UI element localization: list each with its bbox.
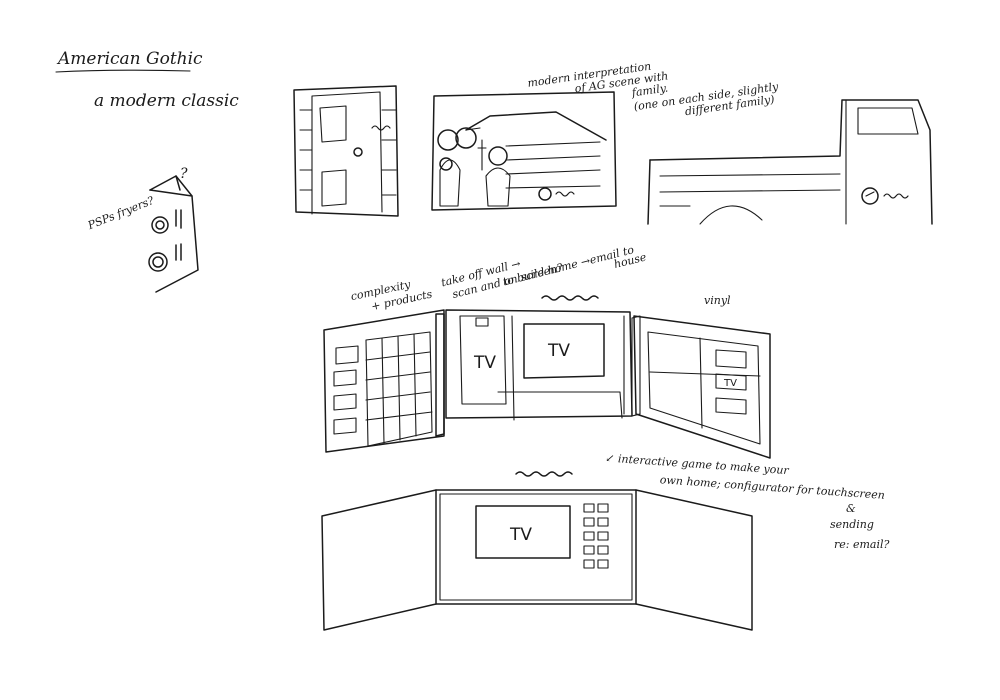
- thumbnail-sketch: [149, 176, 198, 292]
- scribble-1: [542, 296, 598, 300]
- sketch-subtitle: a modern classic: [94, 91, 239, 111]
- note-question: ?: [180, 166, 188, 182]
- truck-sketch: [648, 100, 932, 224]
- note-psps-fryers: PSPs fryers?: [85, 194, 156, 233]
- note-interactive-2: own home; configurator for touchscreen: [659, 473, 885, 502]
- note-sending-2: sending: [830, 518, 874, 531]
- sketch-title: American Gothic: [56, 49, 203, 69]
- tv-label-1: TV: [473, 353, 496, 373]
- tv-label-4: TV: [509, 525, 532, 545]
- house-scene-sketch: [432, 92, 616, 210]
- tv-label-3: TV: [723, 378, 737, 389]
- tv-label-2: TV: [547, 341, 570, 361]
- note-sending-1: &: [846, 502, 856, 515]
- door-panel-sketch: [294, 86, 398, 216]
- touchscreen-wall-sketch: TV: [322, 490, 752, 630]
- note-vinyl: vinyl: [704, 294, 731, 307]
- title-underline: [56, 70, 190, 72]
- note-sending-3: re: email?: [834, 538, 890, 551]
- scribble-2: [516, 472, 572, 476]
- triptych-wall-sketch: TV TV TV: [324, 310, 770, 458]
